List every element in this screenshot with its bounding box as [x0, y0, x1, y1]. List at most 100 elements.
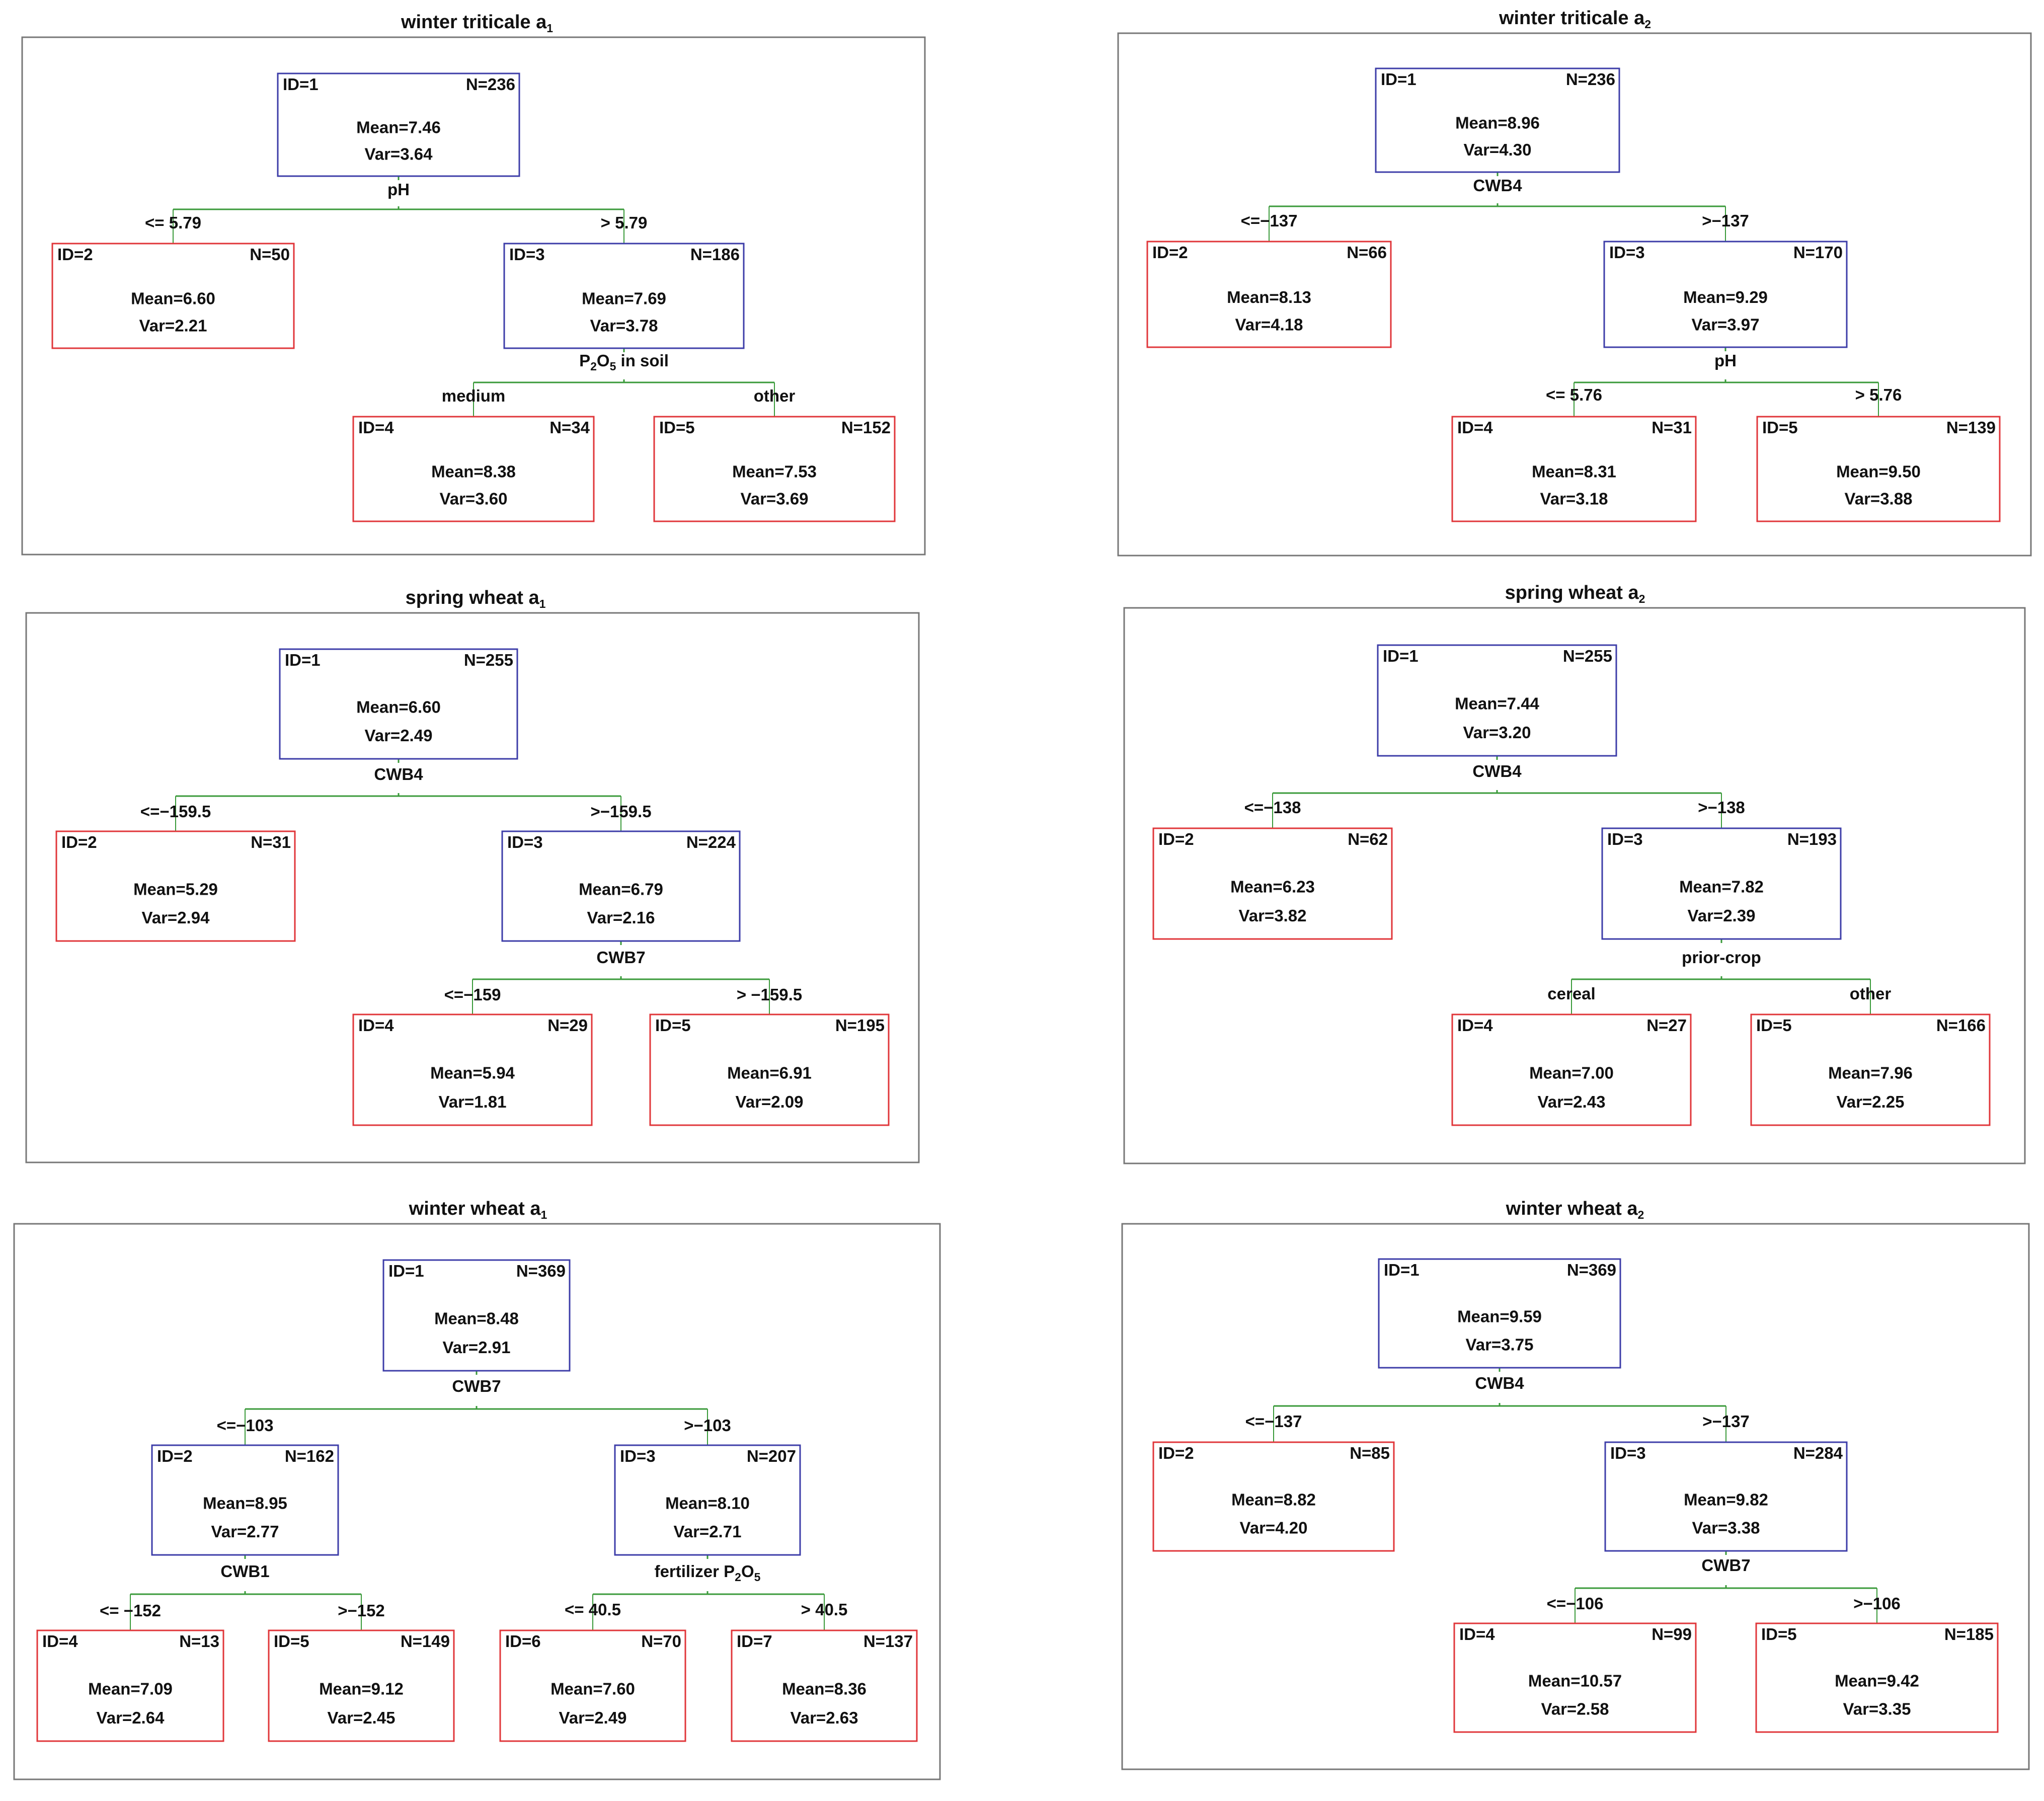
- node-box: [1377, 644, 1617, 757]
- panel-frame: [25, 612, 920, 1163]
- node-box: [51, 243, 295, 349]
- node-variance: Var=3.38: [1692, 1518, 1760, 1537]
- panel-frame: [1121, 1223, 2030, 1770]
- split-variable-text: O: [597, 351, 610, 370]
- node-mean: Mean=7.00: [1529, 1064, 1614, 1082]
- split-connector: pH<= 5.76> 5.76: [1546, 347, 1902, 417]
- split-left-label: <=−137: [1245, 1412, 1302, 1431]
- node-box: [382, 1259, 571, 1372]
- node-variance: Var=3.69: [741, 490, 809, 508]
- node-id: ID=1: [388, 1262, 424, 1280]
- node-count: N=62: [1348, 830, 1388, 848]
- node-variance: Var=2.77: [211, 1522, 279, 1541]
- node-mean: Mean=7.69: [582, 289, 666, 308]
- node-mean: Mean=5.29: [133, 880, 218, 898]
- node-variance: Var=2.09: [736, 1092, 804, 1111]
- split-left-label: <=−138: [1244, 798, 1301, 817]
- node-count: N=137: [863, 1632, 913, 1651]
- node-box: [1750, 1013, 1991, 1126]
- panel-title-subscript: 1: [539, 597, 546, 610]
- node-id: ID=2: [1158, 830, 1194, 848]
- split-connector: CWB4 <=−137 >−137: [1245, 1368, 1750, 1442]
- tree-panel: spring wheat a1CWB4<=−159.5>−159.5CWB7<=…: [25, 587, 920, 1163]
- panel-title-text: spring wheat a: [406, 587, 540, 608]
- node-box: [268, 1629, 455, 1742]
- panel-title-subscript: 1: [541, 1208, 547, 1221]
- node-count: N=139: [1946, 418, 1996, 437]
- node-mean: Mean=7.60: [551, 1680, 635, 1698]
- node-count: N=185: [1944, 1625, 1994, 1643]
- node-box: [1375, 67, 1620, 173]
- node-count: N=66: [1347, 243, 1387, 262]
- node-variance: Var=2.16: [587, 908, 655, 927]
- node-variance: Var=2.94: [142, 908, 210, 927]
- node-id: ID=1: [1384, 1261, 1420, 1279]
- node-mean: Mean=6.91: [727, 1064, 812, 1082]
- node-box: [501, 830, 741, 942]
- node-box: [1603, 241, 1848, 348]
- split-right-label: other: [754, 386, 796, 405]
- node-id: ID=4: [358, 418, 394, 437]
- node-count: N=369: [516, 1262, 566, 1280]
- split-variable-text: O: [741, 1562, 754, 1581]
- split-left-label: <= 5.76: [1546, 385, 1602, 404]
- node-box: [352, 1013, 593, 1126]
- split-variable: CWB7: [1701, 1556, 1750, 1575]
- split-left-label: <=−106: [1547, 1594, 1604, 1613]
- node-count: N=193: [1787, 830, 1837, 848]
- node-box: [1146, 241, 1392, 348]
- node-variance: Var=3.18: [1540, 490, 1608, 508]
- panel-title: winter wheat a2: [1506, 1198, 1644, 1221]
- node-mean: Mean=5.94: [430, 1064, 515, 1082]
- node-variance: Var=2.49: [365, 726, 433, 745]
- node-variance: Var=4.30: [1464, 140, 1532, 159]
- node-box: [731, 1629, 918, 1742]
- node-count: N=27: [1646, 1016, 1687, 1035]
- split-right-label: >−159.5: [590, 802, 651, 821]
- split-variable-subscript: 5: [610, 360, 616, 373]
- node-box: [1453, 1622, 1697, 1733]
- node-id: ID=2: [157, 1447, 193, 1465]
- split-variable-text: pH: [1714, 351, 1737, 370]
- node-variance: Var=3.60: [440, 490, 508, 508]
- split-variable: CWB4: [1475, 1374, 1524, 1392]
- node-mean: Mean=8.13: [1227, 288, 1311, 306]
- split-right-label: >−137: [1702, 1412, 1750, 1431]
- node-variance: Var=3.75: [1466, 1335, 1534, 1354]
- node-mean: Mean=6.23: [1230, 878, 1315, 896]
- node-variance: Var=3.78: [590, 317, 658, 335]
- node-mean: Mean=9.29: [1683, 288, 1768, 306]
- node-id: ID=3: [1609, 243, 1645, 262]
- split-variable: CWB4: [1473, 176, 1522, 195]
- split-connector: CWB4<=−159.5>−159.5: [140, 759, 652, 831]
- node-mean: Mean=6.79: [579, 880, 663, 898]
- split-left-label: <= 5.79: [145, 213, 201, 232]
- node-variance: Var=3.35: [1843, 1699, 1911, 1718]
- node-variance: Var=1.81: [439, 1092, 507, 1111]
- split-variable-text: in soil: [616, 351, 669, 370]
- node-variance: Var=3.82: [1239, 906, 1307, 925]
- panel-title-text: winter wheat a: [1506, 1198, 1638, 1219]
- node-box: [1451, 1013, 1692, 1126]
- node-id: ID=3: [1610, 1444, 1646, 1462]
- node-box: [1756, 416, 2001, 522]
- node-variance: Var=3.20: [1463, 723, 1531, 742]
- split-connector: CWB4<=−137>−137: [1241, 172, 1749, 242]
- split-left-label: medium: [442, 386, 506, 405]
- split-variable: CWB4: [1472, 762, 1522, 780]
- node-box: [277, 72, 520, 177]
